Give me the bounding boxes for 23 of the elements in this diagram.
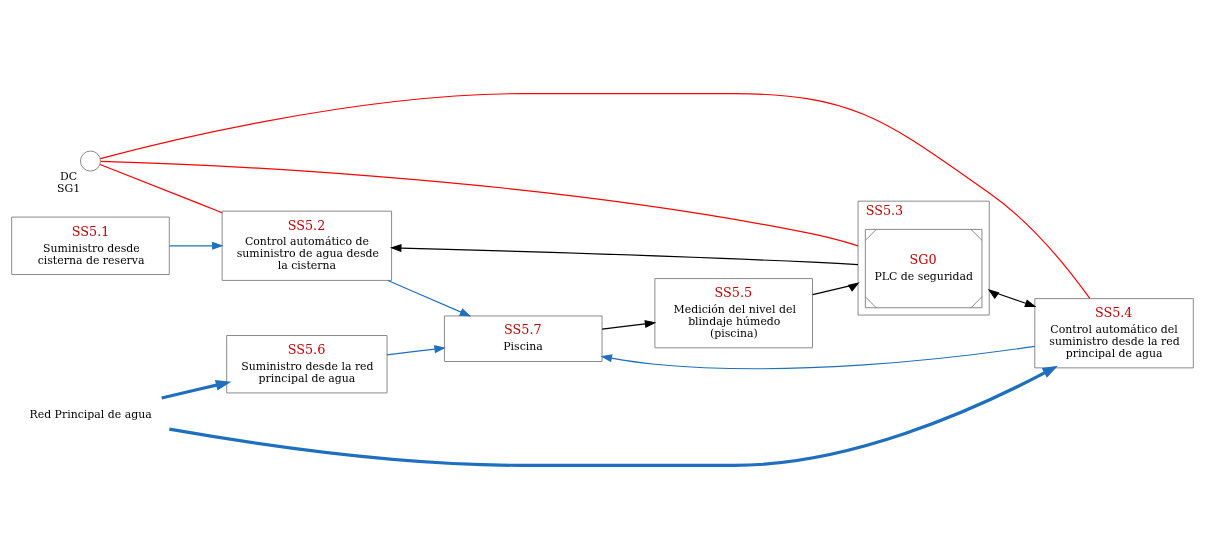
node-box: SS5.1 Suministro desde cisterna de reserva [11, 216, 170, 275]
node-label: SG1 [57, 181, 81, 195]
node-circle [80, 150, 101, 172]
arrow [161, 379, 232, 399]
arrow [987, 288, 1037, 307]
arrow [168, 241, 224, 250]
connector [99, 163, 223, 213]
arrow [600, 345, 1036, 369]
node-box: SS5.5 Medición del nivel del blindaje húmedo (piscina) [654, 277, 813, 348]
node-box: SS5.7 Piscina [443, 315, 603, 362]
node-box: SS5.4 Control automático del suministro desde la red principal de agua [1034, 297, 1194, 368]
arrow [169, 365, 1059, 467]
arrow [389, 243, 859, 265]
arrow [387, 279, 472, 317]
node-box: SS5.2 Control automático de suministro de agua desde la cisterna [221, 210, 393, 281]
arrow [601, 319, 657, 330]
arrow [812, 281, 860, 295]
node-label: DC [60, 169, 78, 183]
connector [100, 160, 859, 246]
node-box: SS5.6 Suministro desde la red principal de agua [226, 334, 388, 393]
node-text: Red Principal de agua [29, 407, 152, 421]
connector [99, 92, 1091, 299]
arrow [386, 344, 446, 355]
